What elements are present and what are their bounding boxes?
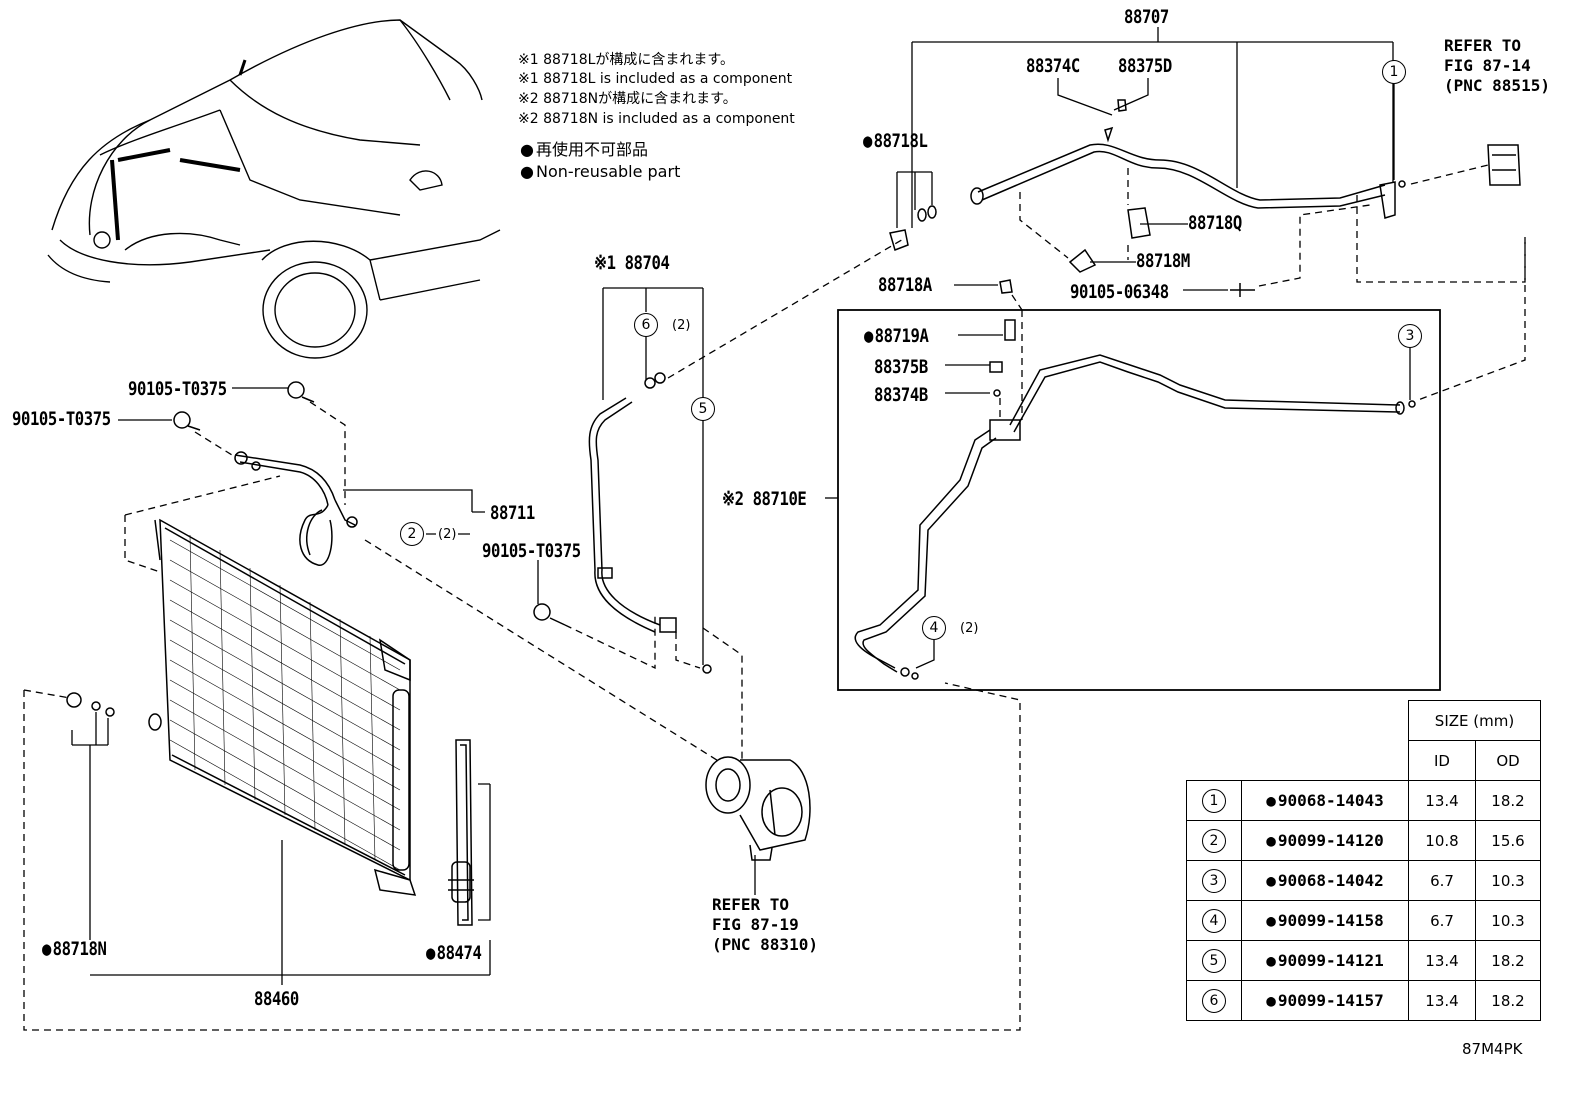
label-88719a[interactable]: 88719A — [864, 325, 929, 347]
label-88460[interactable]: 88460 — [254, 988, 299, 1010]
label-88718m[interactable]: 88718M — [1136, 250, 1190, 272]
bolts — [66, 381, 566, 731]
table-row: 6 90099-14157 13.4 18.2 — [1186, 980, 1541, 1021]
diagram-code: 87M4PK — [1462, 1040, 1523, 1058]
callout-3: 3 — [1398, 324, 1422, 348]
callout-5: 5 — [691, 397, 715, 421]
label-90105-t0375-b[interactable]: 90105-T0375 — [12, 408, 111, 430]
row-num: 2 — [1202, 828, 1226, 853]
legend-nonreusable-en: Non-reusable part — [520, 162, 680, 181]
label-90105-t0375-a[interactable]: 90105-T0375 — [128, 378, 227, 400]
callout-2-qty: (2) — [438, 527, 457, 542]
label-88375b[interactable]: 88375B — [874, 356, 928, 378]
note-1-jp: ※1 88718Lが構成に含まれます。 — [518, 52, 735, 68]
size-header: SIZE (mm) — [1408, 700, 1541, 741]
callout-2: 2 — [400, 522, 424, 546]
refer-fig-87-19[interactable]: REFER TO FIG 87-19 (PNC 88310) — [712, 895, 818, 954]
row-id: 6.7 — [1408, 900, 1476, 941]
leader-lines — [71, 27, 1411, 985]
label-88718a[interactable]: 88718A — [878, 274, 932, 296]
row-part[interactable]: 90099-14120 — [1277, 831, 1384, 850]
callout-6: 6 — [634, 313, 658, 337]
callout-4-qty: (2) — [960, 621, 979, 636]
vehicle-illustration — [47, 19, 501, 359]
label-90105-t0375-c[interactable]: 90105-T0375 — [482, 540, 581, 562]
col-od: OD — [1475, 740, 1541, 781]
label-88375d[interactable]: 88375D — [1118, 55, 1172, 77]
hose-88704 — [588, 372, 712, 674]
row-od: 15.6 — [1475, 820, 1541, 861]
row-part[interactable]: 90099-14158 — [1277, 911, 1384, 930]
label-88711[interactable]: 88711 — [490, 502, 535, 524]
label-88474[interactable]: 88474 — [426, 942, 482, 964]
row-id: 10.8 — [1408, 820, 1476, 861]
label-88718q[interactable]: 88718Q — [1188, 212, 1242, 234]
row-od: 10.3 — [1475, 900, 1541, 941]
label-90105-06348[interactable]: 90105-06348 — [1070, 281, 1169, 303]
row-od: 18.2 — [1475, 940, 1541, 981]
desiccant-88474 — [448, 739, 474, 926]
label-88718l[interactable]: 88718L — [863, 130, 928, 152]
hose-88711 — [234, 451, 358, 566]
table-row: 1 90068-14043 13.4 18.2 — [1186, 780, 1541, 821]
row-part[interactable]: 90099-14121 — [1277, 951, 1384, 970]
label-88710e[interactable]: ※2 88710E — [722, 488, 807, 510]
pipe-88710e — [837, 279, 1441, 691]
row-id: 6.7 — [1408, 860, 1476, 901]
callout-1: 1 — [1382, 60, 1406, 84]
row-part[interactable]: 90068-14042 — [1277, 871, 1384, 890]
row-part[interactable]: 90099-14157 — [1277, 991, 1384, 1010]
row-id: 13.4 — [1408, 980, 1476, 1021]
row-num: 4 — [1202, 908, 1226, 933]
condenser-88460 — [154, 518, 417, 896]
compressor — [705, 756, 811, 861]
label-88374b[interactable]: 88374B — [874, 384, 928, 406]
note-1-en: ※1 88718L is included as a component — [518, 71, 793, 87]
label-88704[interactable]: ※1 88704 — [594, 252, 670, 274]
row-num: 5 — [1202, 948, 1226, 973]
col-id: ID — [1408, 740, 1476, 781]
callout-6-qty: (2) — [672, 318, 691, 333]
row-od: 18.2 — [1475, 780, 1541, 821]
refer-fig-87-14[interactable]: REFER TO FIG 87-14 (PNC 88515) — [1444, 36, 1550, 95]
note-2-jp: ※2 88718Nが構成に含まれます。 — [518, 91, 737, 107]
row-od: 18.2 — [1475, 980, 1541, 1021]
row-part[interactable]: 90068-14043 — [1277, 791, 1384, 810]
table-row: 2 90099-14120 10.8 15.6 — [1186, 820, 1541, 861]
row-num: 3 — [1202, 868, 1226, 893]
dashed-lines — [23, 164, 1526, 1031]
table-row: 5 90099-14121 13.4 18.2 — [1186, 940, 1541, 981]
callout-4: 4 — [922, 616, 946, 640]
label-88718n[interactable]: 88718N — [42, 938, 107, 960]
row-id: 13.4 — [1408, 940, 1476, 981]
table-row: 4 90099-14158 6.7 10.3 — [1186, 900, 1541, 941]
label-88707[interactable]: 88707 — [1124, 6, 1169, 28]
legend-nonreusable-jp: 再使用不可部品 — [520, 136, 648, 160]
row-od: 10.3 — [1475, 860, 1541, 901]
row-num: 1 — [1202, 788, 1226, 813]
label-88374c[interactable]: 88374C — [1026, 55, 1080, 77]
oring-size-table: SIZE (mm) ID OD 1 90068-14043 13.4 18.2 … — [1186, 700, 1541, 1021]
note-2-en: ※2 88718N is included as a component — [518, 111, 795, 127]
row-id: 13.4 — [1408, 780, 1476, 821]
row-num: 6 — [1202, 988, 1226, 1013]
pipe-88707 — [889, 99, 1521, 297]
table-row: 3 90068-14042 6.7 10.3 — [1186, 860, 1541, 901]
